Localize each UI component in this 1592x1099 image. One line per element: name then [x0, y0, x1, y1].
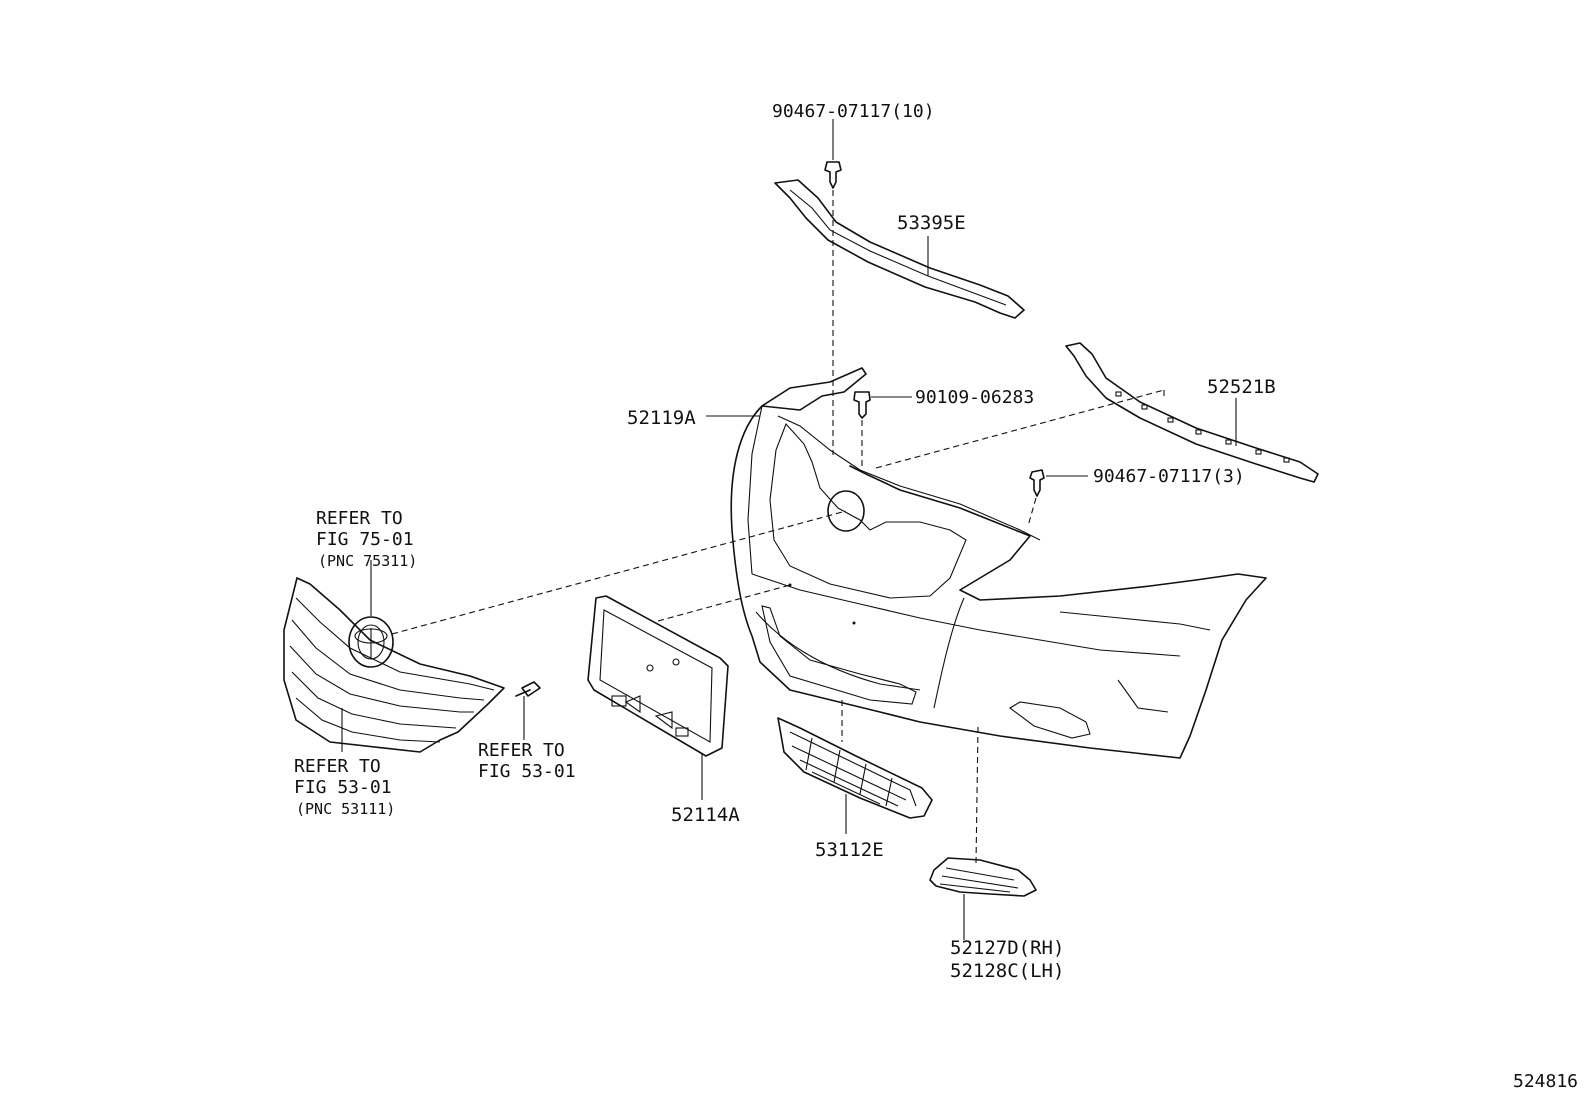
label-fog-cover-rh: 52127D(RH) [950, 937, 1064, 959]
ref-emblem-line3: (PNC 75311) [318, 552, 417, 570]
diagram-id: 524816 [1513, 1071, 1578, 1092]
label-fog-cover-lh: 52128C(LH) [950, 960, 1064, 982]
ref-grille-line1: REFER TO [294, 756, 381, 777]
label-bumper-cover: 52119A [627, 407, 696, 429]
upper-seal-part [774, 179, 1025, 319]
emblem-part [348, 616, 394, 668]
screw-part [515, 681, 541, 697]
label-clip-top: 90467-07117(10) [772, 101, 935, 122]
lower-grille-part [777, 717, 933, 819]
bumper-cover-part [730, 367, 1267, 759]
label-lower-grille: 53112E [815, 839, 884, 861]
side-clip-part [1029, 469, 1088, 497]
ref-emblem-line2: FIG 75-01 [316, 529, 414, 550]
label-bolt: 90109-06283 [915, 387, 1034, 408]
ref-grille-line2: FIG 53-01 [294, 777, 392, 798]
ref-screw-line2: FIG 53-01 [478, 761, 576, 782]
ref-grille-line3: (PNC 53111) [296, 800, 395, 818]
ref-screw-line1: REFER TO [478, 740, 565, 761]
plate-bracket-part [587, 595, 729, 757]
fog-lamp-cover-part [929, 857, 1037, 897]
label-retainer: 52521B [1207, 376, 1276, 398]
top-clip-part [824, 119, 842, 189]
radiator-grille-part [283, 577, 505, 753]
bolt-part [853, 391, 912, 419]
label-plate-bracket: 52114A [671, 804, 740, 826]
ref-emblem-line1: REFER TO [316, 508, 403, 529]
label-upper-seal: 53395E [897, 212, 966, 234]
label-clip-side: 90467-07117(3) [1093, 466, 1245, 487]
retainer-part [1065, 342, 1319, 483]
